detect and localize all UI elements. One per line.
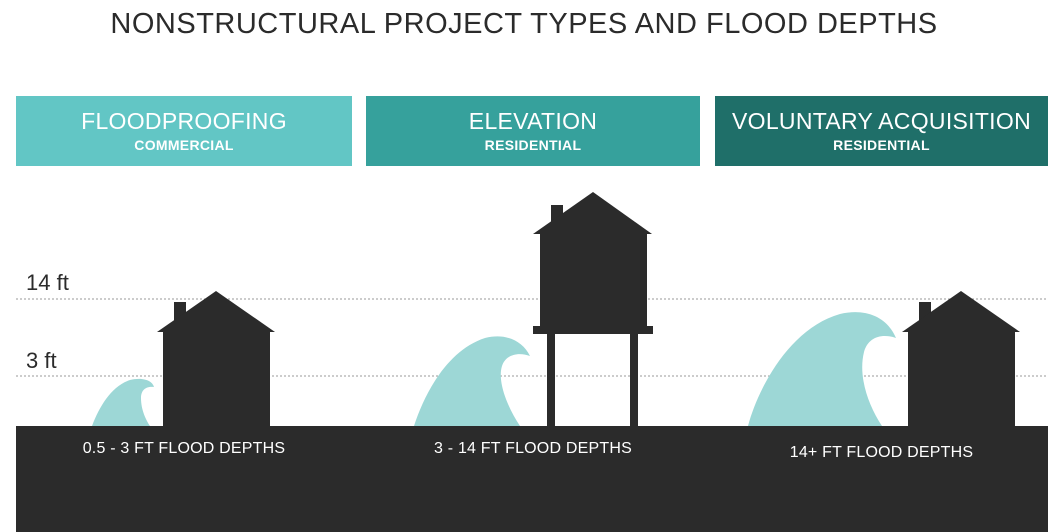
flood-depth-label-acquisition: 14+ FT FLOOD DEPTHS: [789, 444, 974, 461]
page-title: NONSTRUCTURAL PROJECT TYPES AND FLOOD DE…: [110, 8, 938, 40]
house-acquisition: [902, 291, 1020, 428]
header-floodproofing-subtitle: COMMERCIAL: [134, 137, 234, 153]
header-elevation-subtitle: RESIDENTIAL: [484, 137, 582, 153]
ground: [16, 426, 1048, 532]
header-elevation-title: ELEVATION: [468, 108, 598, 134]
flood-depth-label-floodproofing: 0.5 - 3 FT FLOOD DEPTHS: [82, 440, 286, 457]
header-acquisition: VOLUNTARY ACQUISITION RESIDENTIAL: [715, 96, 1048, 166]
house-elevated: [533, 192, 653, 428]
wave-large: [748, 312, 896, 426]
header-floodproofing: FLOODPROOFING COMMERCIAL: [16, 96, 352, 166]
flood-depth-label-elevation: 3 - 14 FT FLOOD DEPTHS: [434, 440, 632, 457]
header-acquisition-title: VOLUNTARY ACQUISITION: [732, 108, 1031, 134]
house-commercial: [157, 291, 275, 428]
wave-medium: [414, 336, 530, 426]
depth-label-14ft: 14 ft: [26, 270, 69, 295]
header-acquisition-subtitle: RESIDENTIAL: [833, 137, 930, 153]
header-floodproofing-title: FLOODPROOFING: [81, 108, 287, 134]
depth-label-3ft: 3 ft: [26, 348, 57, 373]
wave-small: [92, 378, 154, 426]
header-elevation: ELEVATION RESIDENTIAL: [366, 96, 700, 166]
